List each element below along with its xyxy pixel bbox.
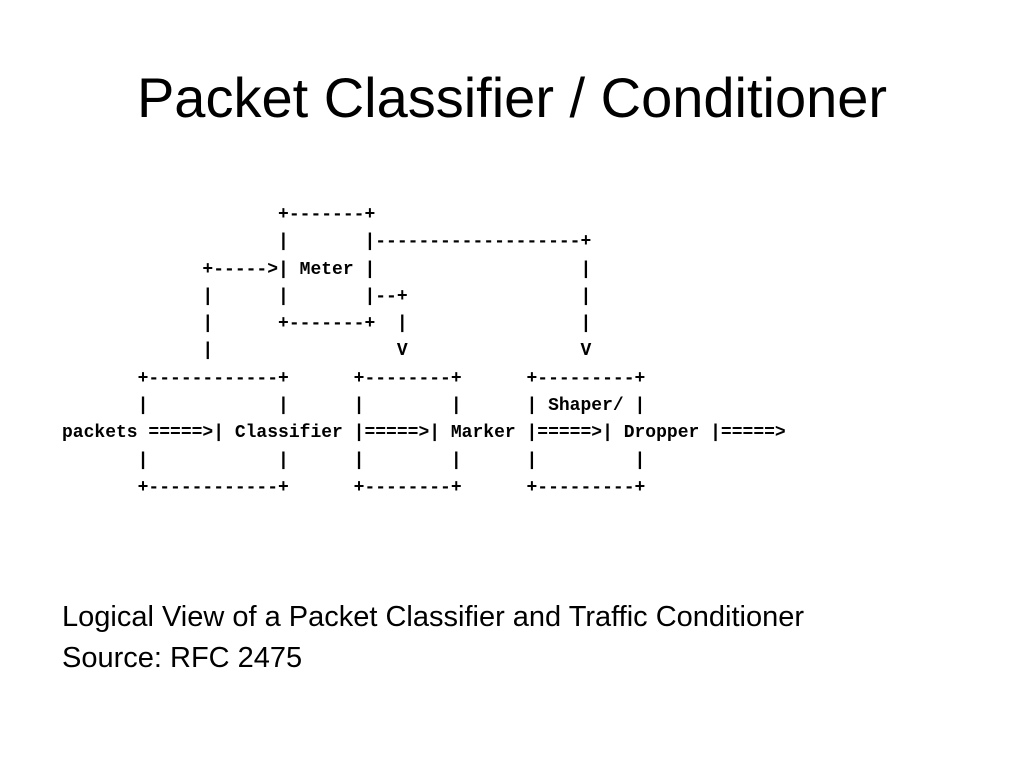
diagram-line: +------------+ +--------+ +---------+ (62, 477, 646, 498)
caption-line-1: Logical View of a Packet Classifier and … (62, 601, 805, 633)
diagram-line: | |-------------------+ (62, 232, 592, 253)
diagram-line: | | | | | | (62, 450, 646, 471)
diagram-line: +------------+ +--------+ +---------+ (62, 368, 646, 389)
diagram-line: | | | | | Shaper/ | (62, 396, 646, 417)
slide-title: Packet Classifier / Conditioner (136, 66, 888, 129)
diagram-line: | V V (62, 341, 592, 362)
caption: Logical View of a Packet Classifier and … (62, 597, 804, 679)
diagram-line: +-------+ (62, 205, 376, 225)
diagram-line: | +-------+ | | (62, 314, 592, 335)
ascii-diagram: +-------+ | |-------------------+ +-----… (62, 202, 786, 502)
diagram-line: | | |--+ | (62, 286, 592, 307)
caption-line-2: Source: RFC 2475 (62, 642, 303, 674)
diagram-line: packets =====>| Classifier |=====>| Mark… (62, 423, 786, 444)
diagram-line: +----->| Meter | | (62, 259, 592, 280)
